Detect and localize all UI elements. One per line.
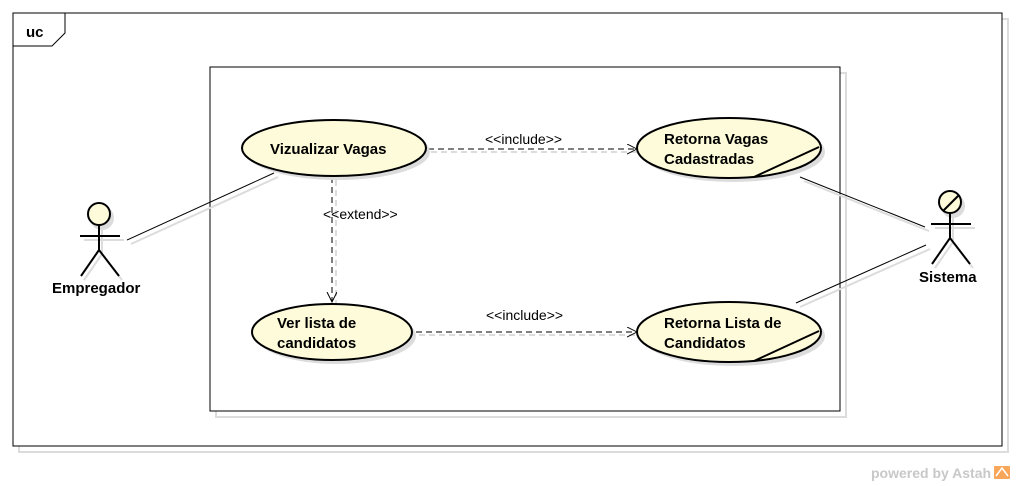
include-label-bottom: <<include>> — [486, 307, 563, 323]
usecase-label-line1: Ver lista de — [277, 315, 356, 332]
watermark-text: powered by Astah — [871, 465, 991, 481]
usecase-label-line2: Candidatos — [664, 335, 746, 352]
actor-label: Empregador — [52, 280, 141, 297]
actor-empregador[interactable]: Empregador — [52, 202, 141, 297]
actor-sistema[interactable]: Sistema — [919, 190, 977, 286]
include-relation-bottom[interactable]: <<include>> — [416, 307, 640, 335]
actor-head-icon — [87, 202, 111, 226]
usecase-ver-lista-candidatos[interactable]: Ver lista de candidatos — [251, 303, 416, 364]
usecase-label: Vizualizar Vagas — [270, 141, 386, 158]
frame-label: uc — [26, 24, 44, 41]
usecase-retorna-lista-candidatos[interactable]: Retorna Lista de Candidatos — [636, 301, 825, 366]
usecase-label-line1: Retorna Vagas — [664, 131, 768, 148]
actor-head-icon — [938, 190, 962, 214]
usecase-label-line2: Cadastradas — [664, 151, 754, 168]
extend-label: <<extend>> — [323, 206, 398, 222]
associations — [126, 172, 931, 308]
extend-relation[interactable]: <<extend>> — [323, 177, 398, 305]
include-label-top: <<include>> — [485, 131, 562, 147]
usecase-vizualizar-vagas[interactable]: Vizualizar Vagas — [241, 119, 430, 180]
usecase-label-line1: Retorna Lista de — [664, 315, 782, 332]
astah-watermark: powered by Astah — [871, 465, 1010, 481]
usecase-label-line2: candidatos — [277, 335, 356, 352]
astah-logo-icon — [994, 466, 1010, 479]
include-relation-top[interactable]: <<include>> — [428, 131, 640, 152]
usecase-retorna-vagas-cadastradas[interactable]: Retorna Vagas Cadastradas — [636, 117, 825, 182]
actor-label: Sistema — [919, 269, 977, 286]
